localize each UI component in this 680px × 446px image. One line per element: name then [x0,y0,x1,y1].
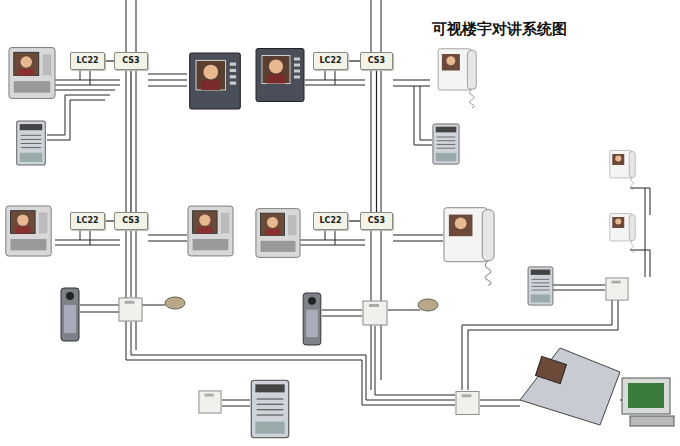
module-box: LC22 [313,52,348,70]
module-label: LC22 [319,57,341,65]
wire-connector [130,70,131,212]
module-label: LC22 [76,217,98,225]
module-box: CS3 [360,52,393,70]
wire-connector [105,60,114,61]
module-label: LC22 [76,57,98,65]
module-label: CS3 [122,217,139,225]
module-box: CS3 [114,212,148,230]
module-box: CS3 [114,52,148,70]
diagram-title: 可视楼宇对讲系统图 [432,20,567,39]
module-label: CS3 [122,57,139,65]
wire-connector [376,70,377,212]
module-box: LC22 [70,212,105,230]
module-label: CS3 [368,57,385,65]
wire-connector [348,220,360,221]
module-box: LC22 [70,52,105,70]
module-box: CS3 [360,212,393,230]
wire-connector [105,220,114,221]
module-box: LC22 [313,212,348,230]
module-label: LC22 [319,217,341,225]
module-label: CS3 [368,217,385,225]
wire-connector [348,60,360,61]
